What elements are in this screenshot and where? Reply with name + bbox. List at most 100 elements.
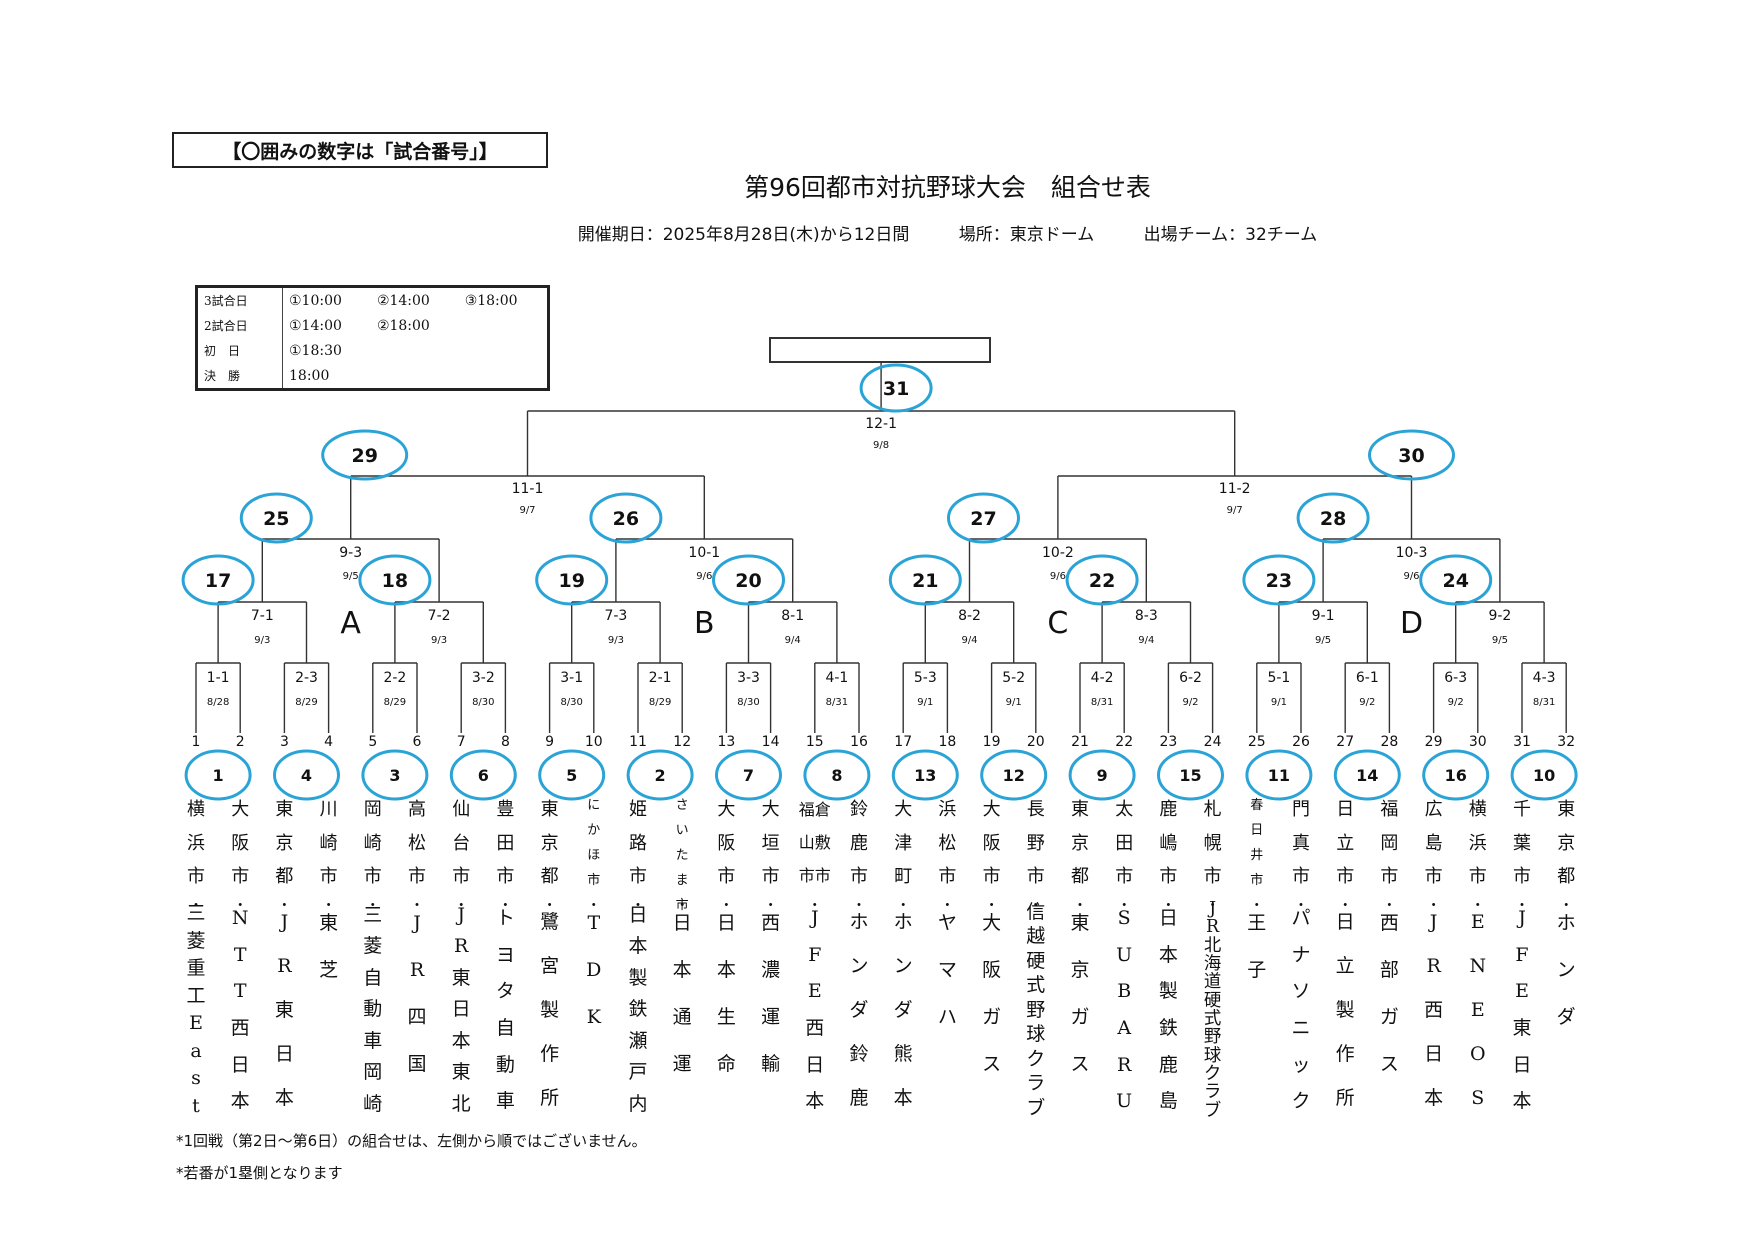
team-separator: ・ (1338, 898, 1353, 914)
team-number: 20 (1027, 734, 1045, 750)
team-separator: ・ (984, 898, 999, 914)
team-number: 26 (1292, 734, 1310, 750)
match-date: 8/31 (1091, 697, 1113, 708)
team-name: 鷺宮製作所 (540, 911, 560, 1109)
game-number-sf: 29 (351, 445, 377, 467)
schedule-label: 3試合日 (196, 286, 283, 313)
game-number-sf-ellipse (321, 429, 409, 481)
team-city: にかほ市 (587, 798, 601, 888)
team-number: 22 (1115, 734, 1133, 750)
match-date: 8/30 (737, 697, 759, 708)
match-date: 9/5 (1492, 635, 1508, 646)
team-name: 西濃運輸 (761, 912, 781, 1075)
team-number: 17 (894, 734, 912, 750)
team-city: 札幌市 (1203, 799, 1222, 887)
team-number: 32 (1557, 734, 1575, 750)
team-number: 31 (1513, 734, 1531, 750)
game-number-r1-ellipse (184, 749, 252, 801)
team-city: 横浜市 (187, 799, 205, 887)
block-label: C (1047, 606, 1068, 641)
team-city: 豊田市 (496, 799, 515, 887)
game-number-sf-ellipse (1368, 429, 1455, 481)
match-date: 8/29 (295, 697, 317, 708)
team-name: 三菱自動車岡崎 (363, 904, 383, 1115)
match-date: 8/31 (1533, 697, 1555, 708)
event-teams: 出場チーム：32チーム (1143, 225, 1318, 245)
team-city: 福倉山敷市市 (798, 800, 831, 885)
team-number: 24 (1204, 734, 1222, 750)
game-number-r1: 5 (566, 766, 577, 785)
schedule-row: 決 勝 18:00 (196, 363, 549, 390)
team-city: 横浜市 (1468, 799, 1487, 887)
team-separator: ・ (498, 898, 513, 914)
game-number-r1: 3 (389, 766, 400, 785)
game-number-r1-ellipse (1157, 749, 1224, 801)
team-city: さいたま市 (675, 798, 689, 913)
match-date: 9/6 (696, 571, 712, 582)
team-city: 門真市 (1292, 799, 1310, 887)
match-date: 9/3 (431, 635, 447, 646)
match-date: 9/4 (961, 635, 977, 646)
match-code: 8-1 (781, 608, 804, 624)
match-code: 12-1 (865, 416, 897, 432)
team-city: 大垣市 (761, 799, 780, 887)
game-number-sf: 30 (1398, 445, 1424, 467)
match-date: 9/6 (1403, 571, 1419, 582)
team-number: 21 (1071, 734, 1089, 750)
team-name: パナソニック (1291, 907, 1311, 1113)
team-number: 11 (629, 734, 647, 750)
block-label: B (694, 606, 715, 641)
team-separator: ・ (1205, 898, 1220, 914)
schedule-label: 初 日 (196, 338, 283, 363)
team-city: 東京都 (1071, 799, 1089, 887)
game-number-r1-ellipse (626, 749, 694, 801)
match-code: 5-2 (1002, 670, 1025, 686)
game-number-qf-ellipse (1296, 492, 1370, 544)
team-separator: ・ (410, 898, 424, 914)
match-code: 4-1 (825, 670, 848, 686)
match-code: 10-1 (688, 545, 720, 561)
team-city: 広島市 (1424, 799, 1443, 887)
team-number: 4 (324, 734, 333, 750)
schedule-time: ①14:00 (289, 317, 342, 334)
game-number-r1-ellipse (715, 749, 782, 801)
match-date: 9/3 (608, 635, 624, 646)
game-number-r2-ellipse (1419, 554, 1493, 606)
game-number-r2: 23 (1266, 570, 1292, 592)
team-separator: ・ (1161, 898, 1176, 914)
team-separator: ・ (1426, 898, 1441, 914)
match-date: 9/6 (1050, 571, 1066, 582)
team-name: 王子 (1247, 912, 1267, 981)
game-number-r1: 6 (478, 766, 489, 785)
game-number-r1-ellipse (538, 749, 606, 801)
game-number-r1: 4 (301, 766, 312, 785)
game-number-qf-ellipse (947, 492, 1020, 544)
team-separator: ・ (1382, 898, 1397, 914)
team-name: 大阪ガス (982, 912, 1002, 1075)
match-code: 11-1 (512, 481, 544, 497)
team-number: 10 (585, 734, 603, 750)
match-code: 8-3 (1135, 608, 1158, 624)
team-number: 14 (762, 734, 780, 750)
match-code: 9-2 (1488, 608, 1511, 624)
team-number: 2 (236, 734, 245, 750)
game-number-r2-ellipse (535, 554, 609, 606)
team-name: ホンダ (1556, 912, 1576, 1028)
match-date: 9/1 (1006, 697, 1022, 708)
game-number-r1: 2 (655, 766, 666, 785)
match-date: 8/30 (560, 697, 582, 708)
match-code: 8-2 (958, 608, 981, 624)
game-number-r1: 12 (1003, 766, 1025, 785)
match-code: 2-3 (295, 670, 318, 686)
team-separator: ・ (1249, 898, 1264, 914)
team-city: 日立市 (1336, 799, 1355, 887)
team-name: トヨタ自動車 (495, 907, 515, 1113)
team-city: 大阪市 (982, 799, 1001, 887)
team-separator: ・ (1470, 898, 1485, 914)
game-number-r1-ellipse (803, 749, 871, 801)
footnote-order: *1回戦（第2日～第6日）の組合せは、左側から順ではございません。 (176, 1132, 647, 1150)
team-number: 8 (501, 734, 510, 750)
game-number-final: 31 (883, 378, 909, 400)
